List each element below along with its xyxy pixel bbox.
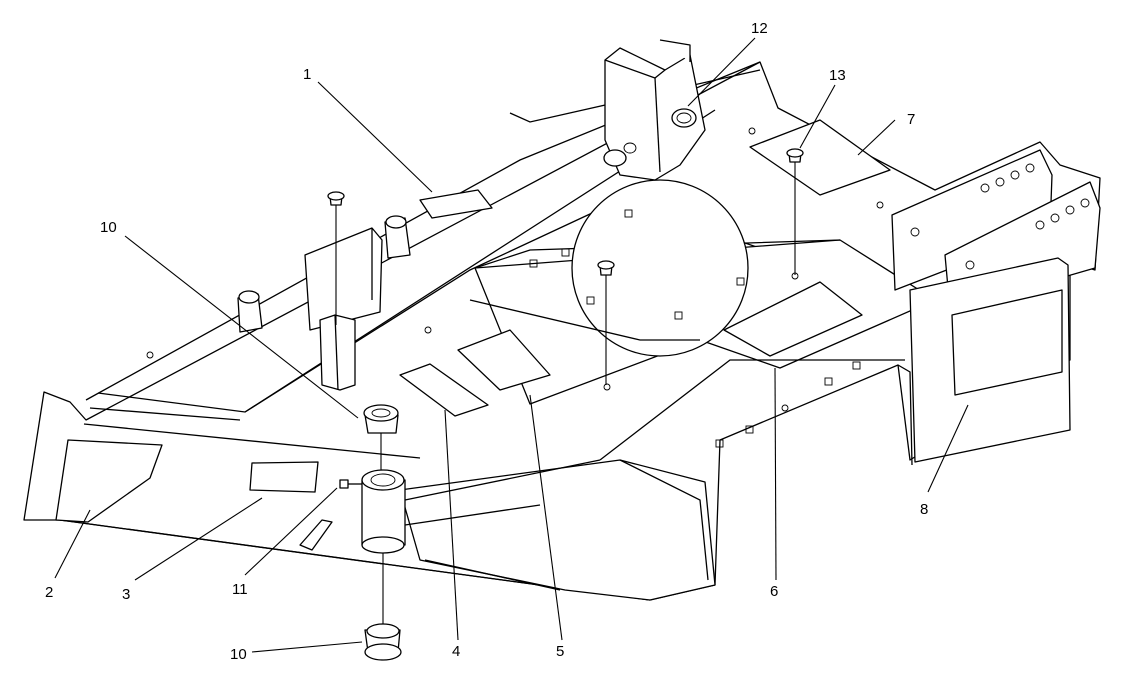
callout-12: 12	[751, 20, 768, 37]
decals	[55, 119, 1063, 523]
callout-2: 2	[45, 584, 53, 601]
decal-7	[749, 119, 891, 196]
hardware-bolts	[327, 148, 804, 385]
bushing-12	[671, 108, 697, 128]
decal-5	[457, 329, 551, 391]
decal-1	[419, 189, 493, 219]
side-chute	[399, 359, 905, 601]
callout-1: 1	[303, 66, 311, 83]
pivot-bracket	[603, 39, 706, 181]
decal-6	[723, 281, 863, 357]
callout-10-upper: 10	[100, 219, 117, 236]
callout-13: 13	[829, 67, 846, 84]
callout-3: 3	[122, 586, 130, 603]
pivot-sleeve	[361, 469, 405, 491]
decal-8	[951, 289, 1063, 396]
callout-11: 11	[232, 581, 248, 598]
center-opening	[571, 179, 749, 357]
callout-4: 4	[452, 643, 460, 660]
pivot-sleeve-assembly	[299, 404, 601, 661]
callout-7: 7	[907, 111, 915, 128]
bushing-10-bottom	[364, 643, 402, 661]
decal-3	[249, 461, 319, 493]
callout-6: 6	[770, 583, 778, 600]
callout-5: 5	[556, 643, 564, 660]
callout-labels: 1 2 3 4 5 6 7 8 10 10 11 12 13	[45, 20, 928, 663]
bushing-10-top	[363, 404, 399, 422]
decal-4	[399, 363, 489, 417]
bolt-13	[786, 148, 804, 158]
callout-8: 8	[920, 501, 928, 518]
leader-lines	[54, 37, 969, 653]
grease-fitting-11	[339, 479, 349, 489]
decal-2	[55, 439, 163, 523]
upright-posts	[237, 215, 411, 391]
callout-10-lower: 10	[230, 646, 247, 663]
center-deck-plate	[469, 179, 936, 405]
